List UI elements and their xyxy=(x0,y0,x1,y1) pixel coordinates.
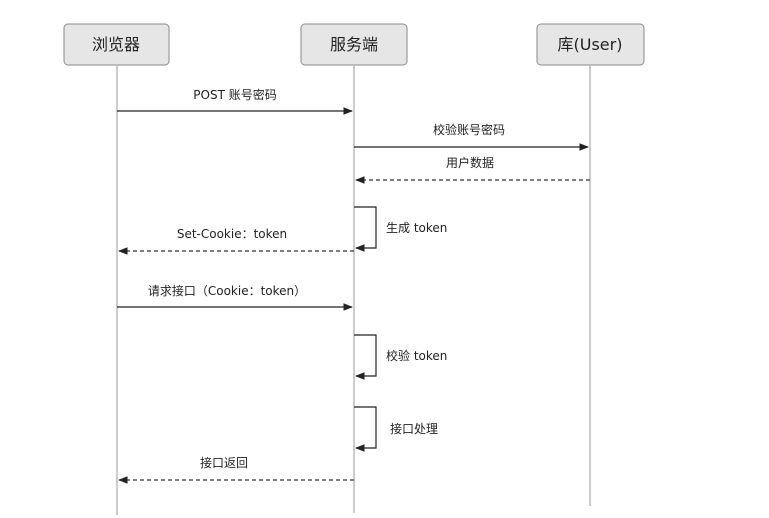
message-gen-token-arrow xyxy=(354,206,377,252)
message-handle-api-arrow xyxy=(354,406,377,452)
message-handle-api-label: 接口处理 xyxy=(390,421,438,436)
message-verify-token-label: 校验 token xyxy=(386,348,447,363)
participant-server: 服务端 xyxy=(300,23,408,66)
message-set-cookie-label: Set-Cookie：token xyxy=(177,227,287,241)
message-post-credentials-label: POST 账号密码 xyxy=(193,87,276,102)
participant-db-label: 库(User) xyxy=(558,35,623,54)
participant-db: 库(User) xyxy=(536,23,645,66)
message-user-data-label: 用户数据 xyxy=(446,155,494,170)
participant-server-label: 服务端 xyxy=(330,35,378,54)
message-request-api-label: 请求接口（Cookie：token） xyxy=(148,283,306,298)
participant-browser-label: 浏览器 xyxy=(92,35,140,54)
message-gen-token-label: 生成 token xyxy=(386,221,447,235)
participant-browser: 浏览器 xyxy=(63,23,170,66)
message-verify-token-arrow xyxy=(354,334,377,380)
message-api-return-label: 接口返回 xyxy=(200,455,248,470)
message-verify-credentials-label: 校验账号密码 xyxy=(433,122,505,137)
